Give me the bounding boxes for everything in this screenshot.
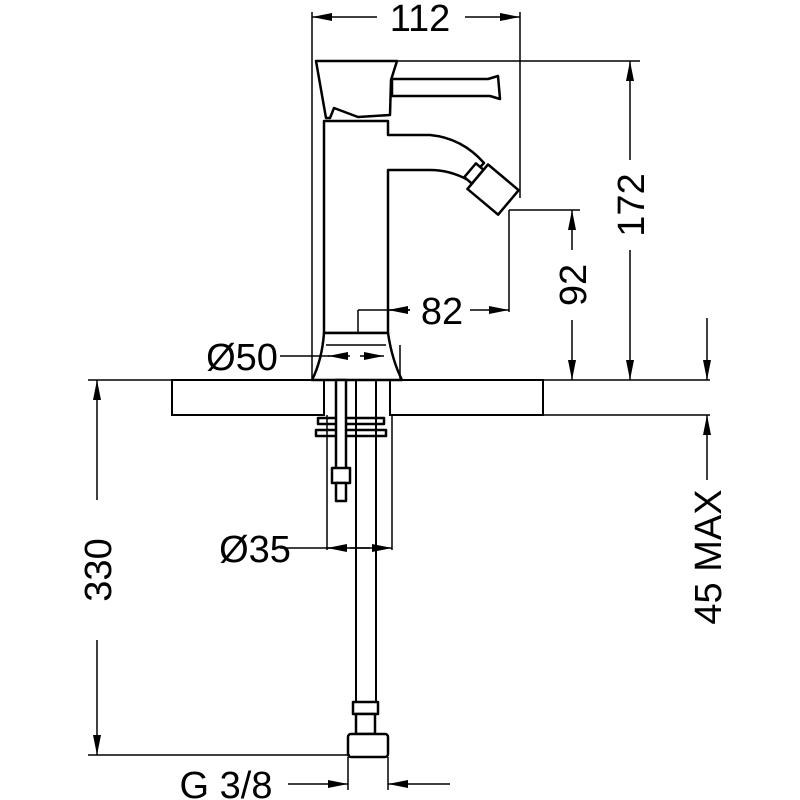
dimension-width: 112 [311, 0, 521, 380]
spout-nozzle [463, 162, 520, 216]
mounting-hardware [314, 378, 388, 503]
countertop [171, 379, 710, 416]
dimension-spout-reach: 82 [357, 210, 510, 333]
dimension-spout-height-label: 92 [553, 264, 595, 306]
dimension-countertop-thickness: 45 MAX [688, 318, 730, 625]
dimension-width-label: 112 [390, 0, 451, 40]
dimension-thread-label: G 3/8 [180, 765, 273, 800]
dimension-base-diameter: Ø50 [206, 337, 401, 380]
braided-hose [346, 379, 390, 759]
dimension-height-label: 172 [611, 173, 653, 236]
faucet-body [310, 119, 486, 382]
dimension-height: 172 [397, 60, 653, 380]
dimension-hole-diameter-label: Ø35 [219, 529, 291, 571]
dimension-countertop-label: 45 MAX [688, 489, 730, 624]
dimension-base-diameter-label: Ø50 [206, 337, 278, 379]
handle [314, 59, 502, 120]
dimension-hole-diameter: Ø35 [219, 415, 393, 571]
dimension-hose-length-label: 330 [78, 538, 120, 601]
dimension-spout-height: 92 [509, 209, 595, 380]
dimension-spout-reach-label: 82 [421, 291, 463, 333]
dimension-hose-length: 330 [78, 379, 350, 756]
dimension-thread: G 3/8 [180, 757, 450, 800]
